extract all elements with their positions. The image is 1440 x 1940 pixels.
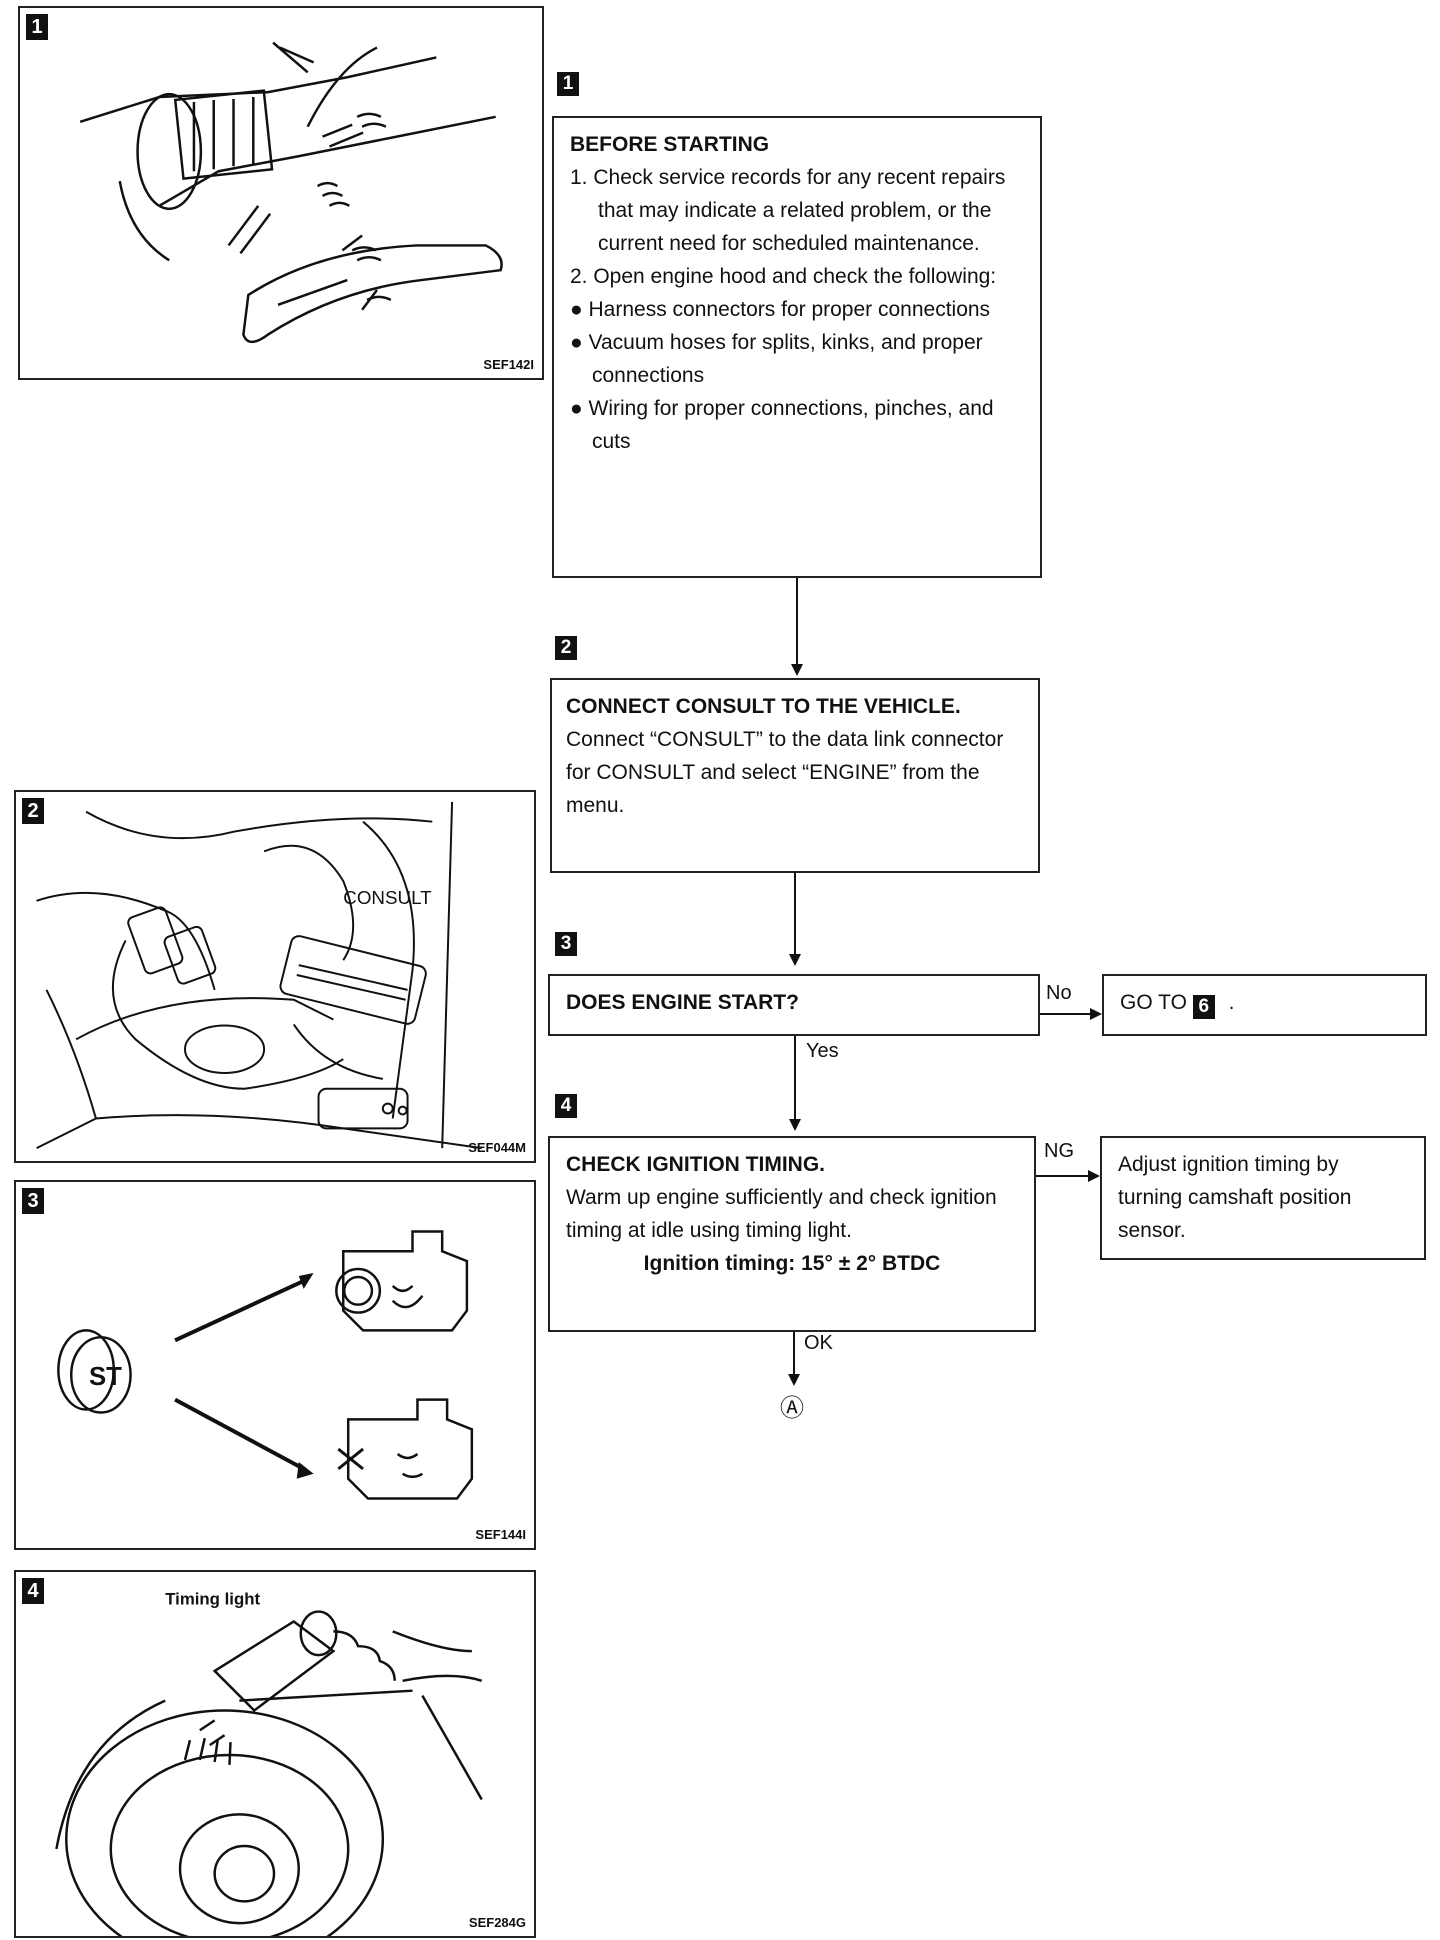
figure-number: 1 xyxy=(26,14,48,40)
go-to-box: GO TO 6 . xyxy=(1102,974,1427,1036)
adjust-timing-text: Adjust ignition timing by turning camsha… xyxy=(1118,1153,1352,1242)
connector-a: Ⓐ xyxy=(780,1395,804,1422)
ignition-timing-spec: Ignition timing: 15° ± 2° BTDC xyxy=(643,1252,941,1275)
step-4-title: CHECK IGNITION TIMING. xyxy=(566,1153,825,1176)
figure-code: SEF044M xyxy=(468,1140,526,1155)
go-to-suffix: . xyxy=(1228,991,1235,1014)
figure-code: SEF142I xyxy=(483,357,534,372)
figure-number: 3 xyxy=(22,1188,44,1214)
step-4-marker: 4 xyxy=(555,1094,577,1118)
step-3-title: DOES ENGINE START? xyxy=(566,991,799,1014)
step-1-title: BEFORE STARTING xyxy=(570,133,770,156)
figure-code: SEF284G xyxy=(468,1915,526,1930)
step-4-box: CHECK IGNITION TIMING. Warm up engine su… xyxy=(548,1136,1036,1332)
step-1-bullet-3: ● Wiring for proper connections, pinches… xyxy=(570,397,994,453)
figure-1-hoses-connectors: 1 SEF142I xyxy=(18,6,544,380)
hose-connector-illustration xyxy=(79,41,503,344)
step-2-title: CONNECT CONSULT TO THE VEHICLE. xyxy=(566,695,961,718)
consult-label: CONSULT xyxy=(343,887,432,908)
step-2-body: Connect “CONSULT” to the data link conne… xyxy=(566,728,1004,817)
figure-4-timing-light: 4 Timing light SEF284G xyxy=(14,1570,536,1938)
ok-branch-label: OK xyxy=(804,1332,833,1354)
adjust-timing-box: Adjust ignition timing by turning camsha… xyxy=(1100,1136,1426,1260)
step-2-marker: 2 xyxy=(555,636,577,660)
no-branch-label: No xyxy=(1046,982,1072,1004)
step-1-item-1: 1. Check service records for any recent … xyxy=(570,166,1006,255)
timing-light-label: Timing light xyxy=(165,1590,260,1609)
figure-2-consult-connection: 2 CONSULT SEF044M xyxy=(14,790,536,1163)
step-1-marker: 1 xyxy=(557,72,579,96)
vehicle-interior-illustration: CONSULT xyxy=(36,801,482,1150)
figure-number: 4 xyxy=(22,1578,44,1604)
step-1-item-2: 2. Open engine hood and check the follow… xyxy=(570,265,997,288)
go-to-step-marker: 6 xyxy=(1192,995,1215,1019)
step-1-bullet-2: ● Vacuum hoses for splits, kinks, and pr… xyxy=(570,331,983,387)
st-key-label: ST xyxy=(89,1363,122,1391)
figure-3-engine-start: 3 ST SEF144I xyxy=(14,1180,536,1550)
yes-branch-label: Yes xyxy=(806,1040,839,1062)
step-1-box: BEFORE STARTING 1. Check service records… xyxy=(552,116,1042,578)
step-3-box: DOES ENGINE START? xyxy=(548,974,1040,1036)
timing-light-illustration: Timing light xyxy=(55,1590,483,1936)
figure-number: 2 xyxy=(22,798,44,824)
ng-branch-label: NG xyxy=(1044,1140,1074,1162)
ignition-key-illustration: ST xyxy=(57,1230,474,1500)
go-to-text: GO TO xyxy=(1120,991,1187,1014)
step-2-box: CONNECT CONSULT TO THE VEHICLE. Connect … xyxy=(550,678,1040,873)
step-3-marker: 3 xyxy=(555,932,577,956)
figure-code: SEF144I xyxy=(475,1527,526,1542)
step-1-bullet-1: ● Harness connectors for proper connecti… xyxy=(570,298,991,321)
step-4-body: Warm up engine sufficiently and check ig… xyxy=(566,1186,997,1242)
